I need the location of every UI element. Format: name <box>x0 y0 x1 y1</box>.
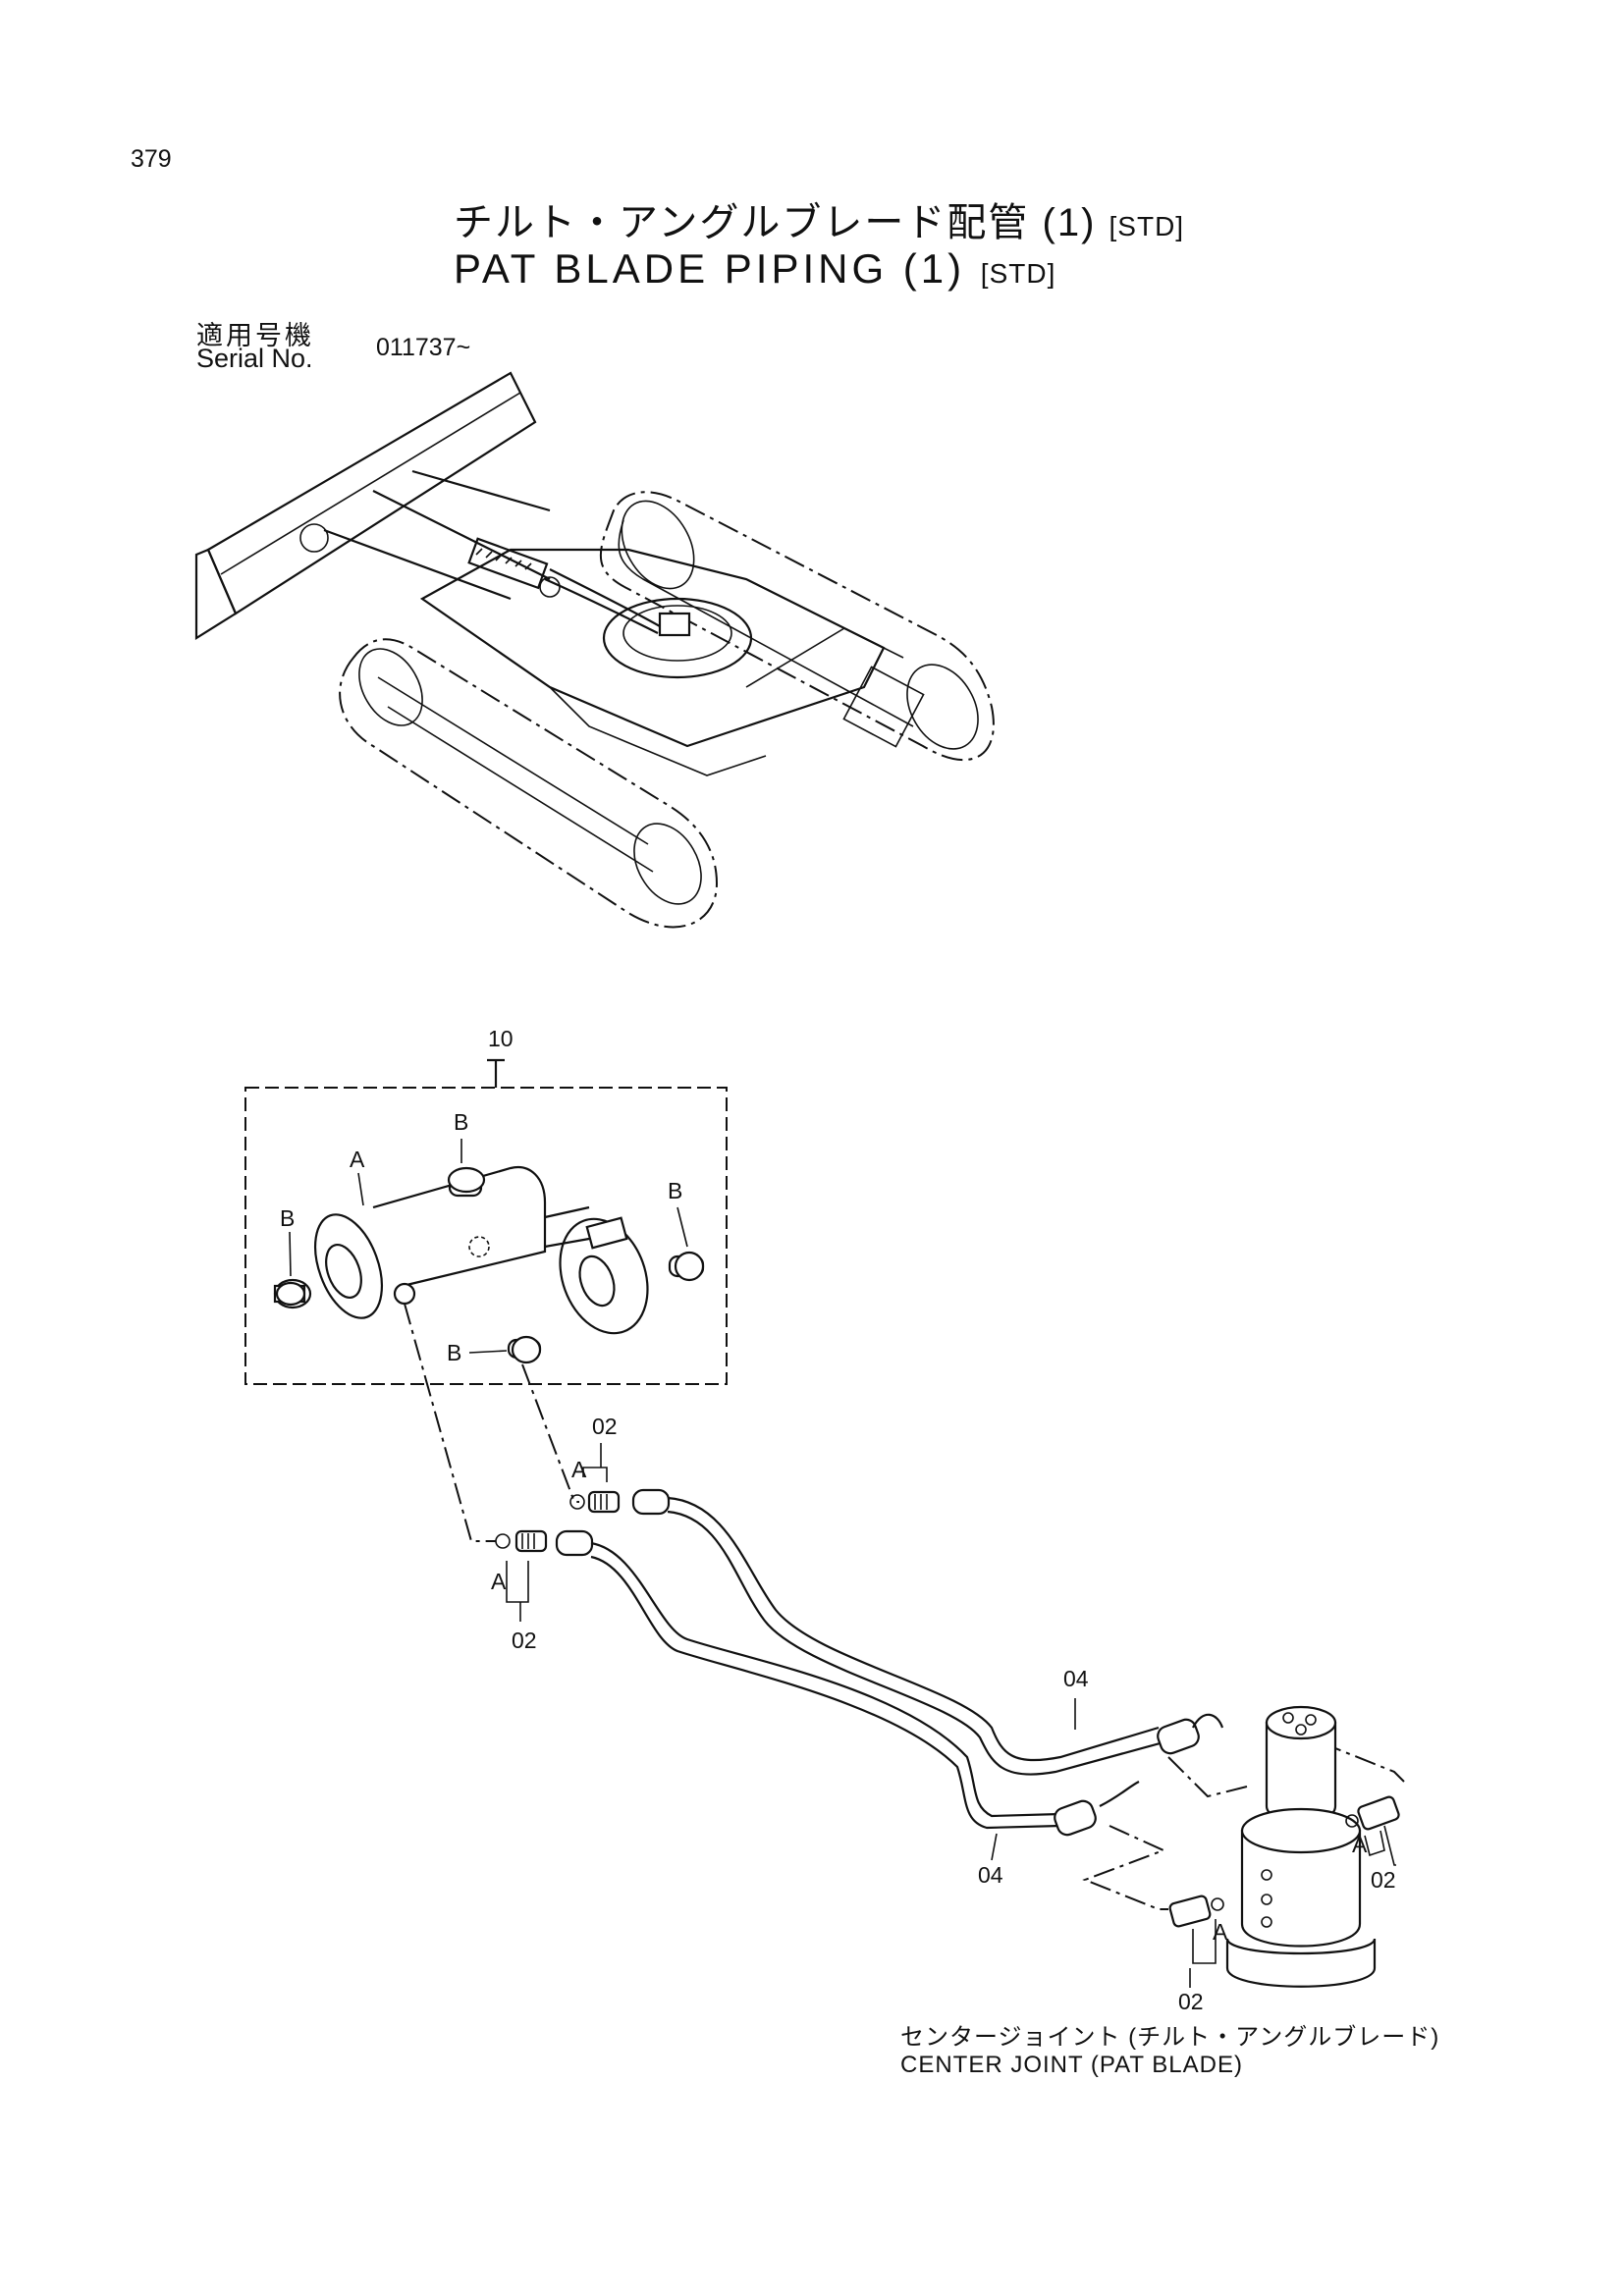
callout-02-lower: 02 <box>512 1628 537 1653</box>
bushing-b-1 <box>273 1278 312 1309</box>
bushing-b-3 <box>668 1251 705 1282</box>
title-jp-text: チルト・アングルブレード配管 (1) <box>454 201 1097 244</box>
title-english: PAT BLADE PIPING (1) [STD] <box>454 245 1055 293</box>
title-japanese: チルト・アングルブレード配管 (1) [STD] <box>454 190 1184 247</box>
callout-a-cylinder: A <box>350 1147 365 1172</box>
callout-a-lower: A <box>491 1569 507 1594</box>
callout-02-right: 02 <box>1371 1867 1396 1893</box>
callout-a-right: A <box>1352 1832 1368 1857</box>
serial-label-jp: 適用号機 <box>196 321 314 350</box>
callout-b-bottom: B <box>447 1340 462 1365</box>
callout-02-bottom: 02 <box>1178 1989 1204 2014</box>
callout-b-right: B <box>668 1178 683 1203</box>
callout-02-upper: 02 <box>592 1414 618 1439</box>
callout-04-upper: 04 <box>1063 1666 1089 1691</box>
bushing-b-2 <box>447 1166 486 1198</box>
callout-b-top: B <box>454 1109 469 1135</box>
title-en-text: PAT BLADE PIPING (1) <box>454 245 966 292</box>
title-jp-tag: [STD] <box>1109 211 1185 241</box>
callout-b-left: B <box>280 1205 296 1231</box>
callout-10: 10 <box>488 1026 514 1051</box>
callout-a-upper: A <box>571 1457 587 1482</box>
center-joint <box>1168 1705 1400 1988</box>
callout-a-bottom: A <box>1213 1919 1228 1945</box>
center-joint-label-jp: センタージョイント (チルト・アングルブレード) <box>900 2024 1440 2051</box>
page-number: 379 <box>131 145 172 173</box>
callout-04-lower: 04 <box>978 1862 1003 1888</box>
cylinder-kit <box>244 1058 728 1385</box>
bushing-b-4 <box>507 1335 542 1364</box>
serial-value: 011737~ <box>376 334 471 361</box>
hose-routing <box>404 1303 1405 1910</box>
serial-label-en: Serial No. <box>196 344 313 373</box>
center-joint-label-en: CENTER JOINT (PAT BLADE) <box>900 2052 1243 2078</box>
undercarriage-overview <box>194 371 995 929</box>
title-en-tag: [STD] <box>980 258 1056 289</box>
